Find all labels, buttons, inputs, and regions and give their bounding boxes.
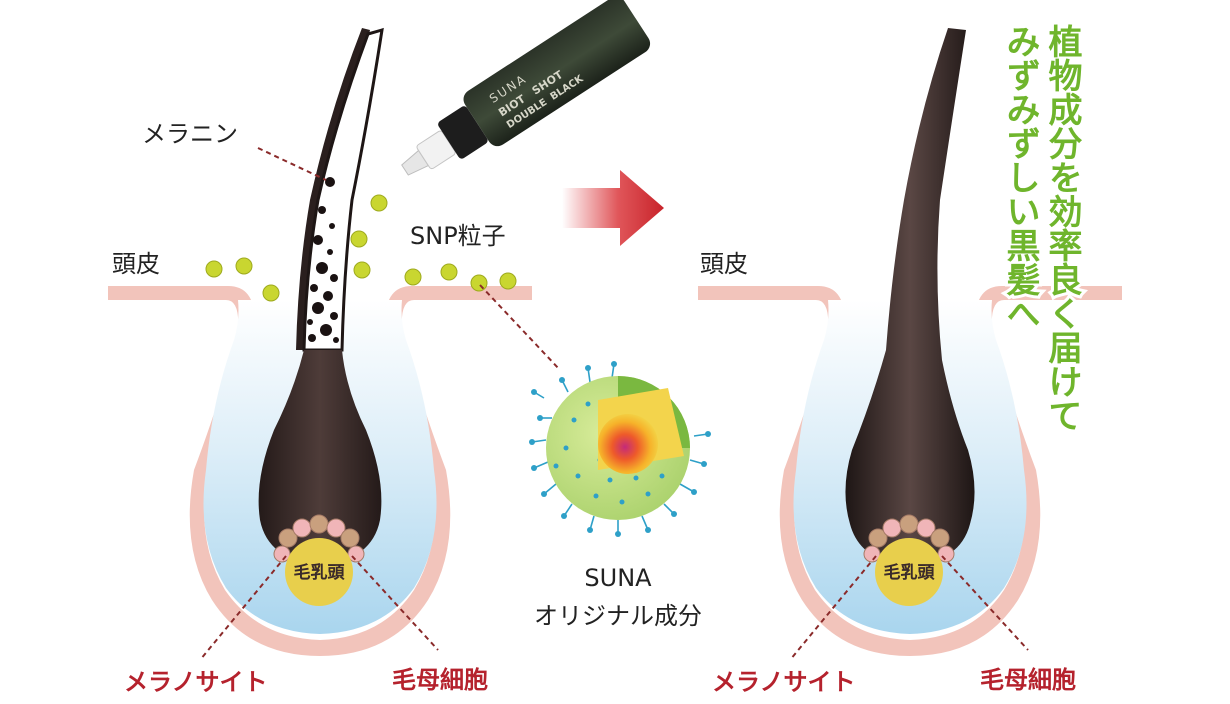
scalp-label-right: 頭皮: [700, 250, 748, 278]
left-dermal-papilla: [285, 538, 353, 606]
melanin-label: メラニン: [142, 120, 238, 148]
leader-lines-right: [789, 555, 1029, 661]
transition-arrow: [562, 170, 664, 246]
headline: 植物成分を効率良く届けて みずみずしい黒髪へ: [997, 21, 1085, 435]
melanin-granules: [307, 177, 339, 343]
bottle-body: [463, 0, 651, 147]
headline-col1: 植物成分を効率良く届けて: [1042, 24, 1082, 432]
snp-particles: [205, 194, 517, 302]
sphere-lipid-heads: [529, 361, 711, 537]
melanocyte-label-left: メラノサイト: [124, 668, 268, 696]
left-hair-bulb: [258, 350, 382, 566]
right-papilla-cells: [863, 514, 955, 563]
left-papilla-cells: [273, 514, 365, 563]
snp-label: SNP粒子: [410, 222, 506, 250]
sphere-core: [598, 414, 658, 474]
right-follicle: 毛乳頭: [698, 28, 1122, 661]
right-papilla-label: 毛乳頭: [884, 562, 936, 583]
suna-label-line2: オリジナル成分: [534, 602, 702, 630]
melanocyte-label-right: メラノサイト: [712, 668, 856, 696]
product-bottle: SUNA BIOT SHOT DOUBLE BLACK: [401, 0, 651, 176]
right-hair-shaft: [845, 28, 975, 566]
left-follicle: 毛乳頭: [108, 27, 532, 656]
scalp-label-left: 頭皮: [112, 250, 160, 278]
suna-label-line1: SUNA: [584, 564, 652, 592]
right-dermal-papilla: [875, 538, 943, 606]
left-papilla-label: 毛乳頭: [294, 562, 346, 583]
leader-lines-left: [199, 147, 561, 661]
snp-particle-illustration: [529, 361, 711, 537]
headline-col2: みずみずしい黒髪へ: [1000, 24, 1040, 330]
bottle-cap: [438, 106, 488, 159]
matrix-label-right: 毛母細胞: [980, 666, 1076, 694]
matrix-label-left: 毛母細胞: [392, 666, 488, 694]
